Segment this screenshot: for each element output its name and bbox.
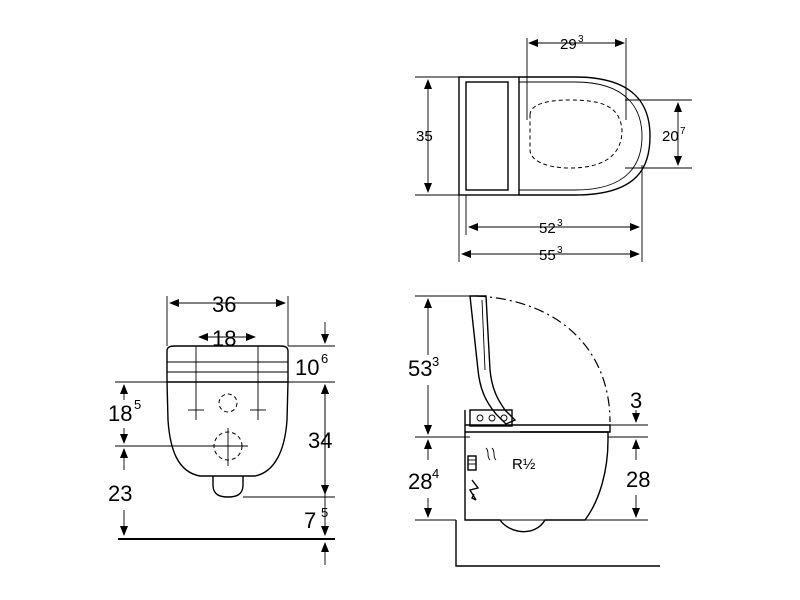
dim-fixing-height-sup: 5 [134,397,141,412]
dim-fixing-width: 18 [198,326,256,351]
dim-seat-depth-sup: 7 [680,126,686,137]
dim-floor-height-left-label: 28 [408,469,432,494]
dim-seat-thickness: 3 [608,388,648,438]
top-view: 29 3 35 20 7 52 3 55 [415,34,692,264]
dim-fixing-height-label: 18 [108,401,132,426]
dim-rim-height: 10 6 [288,322,335,500]
electric-supply-icon [468,479,480,501]
dim-floor-height-right: 28 [585,439,650,521]
wall-floor-line [455,520,660,567]
dim-length-inner-sup: 3 [557,218,563,229]
water-inlet-icon [467,447,497,471]
dim-outlet-offset-label: 7 [304,508,316,533]
dim-length-outer-label: 55 [539,247,556,264]
dim-body-height-label: 34 [308,428,332,453]
dim-total-width: 36 [166,292,289,346]
dim-width-top-sup: 3 [578,34,584,45]
dim-length-inner: 52 3 [465,165,643,262]
dim-seat-depth-label: 20 [662,128,679,145]
dim-fixing-height: 18 5 [108,381,210,447]
dim-rim-height-label: 10 [295,355,319,380]
dim-body-height: 34 [243,384,335,498]
dim-total-width-label: 36 [212,292,236,317]
dim-floor-height-left: 28 4 [408,439,456,521]
dim-floor-height-right-label: 28 [626,467,650,492]
dim-fixing-width-label: 18 [212,326,236,351]
dim-width-top: 29 3 [526,34,627,120]
side-view: R½ 53 3 28 4 3 [408,295,660,567]
dim-lid-open-height-label: 53 [408,356,432,381]
dim-lid-open-height-sup: 3 [432,354,439,369]
dim-lid-open-height: 53 3 [408,295,470,438]
dim-seat-thickness-label: 3 [630,388,642,413]
dim-rim-height-sup: 6 [321,351,328,366]
dim-height-left-label: 35 [416,128,433,145]
dim-outlet-offset: 7 5 [304,500,329,565]
side-view-outline [464,295,611,533]
front-view: 36 18 10 6 34 18 5 [108,292,335,565]
top-view-outline [458,76,651,196]
dim-floor-to-outlet: 23 [108,448,132,536]
dim-outlet-offset-sup: 5 [321,505,328,520]
water-connection-label: R½ [512,456,536,473]
dim-seat-depth: 20 7 [625,99,692,169]
dim-width-top-label: 29 [560,36,577,53]
dim-length-outer: 55 3 [458,195,640,264]
dim-floor-to-outlet-label: 23 [108,481,132,506]
front-view-outline [166,345,289,498]
dim-length-outer-sup: 3 [557,245,563,256]
dim-height-left: 35 [415,76,460,196]
dim-length-inner-label: 52 [539,220,556,237]
dim-floor-height-left-sup: 4 [432,466,439,481]
